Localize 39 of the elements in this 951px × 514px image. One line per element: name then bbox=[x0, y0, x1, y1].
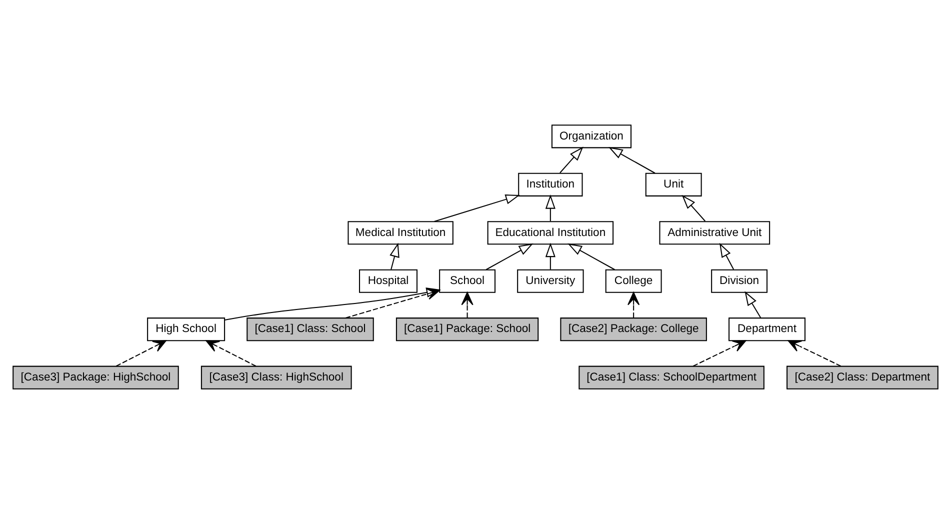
arrow bbox=[345, 288, 440, 318]
arrow bbox=[719, 242, 734, 270]
node-box: Unit bbox=[645, 172, 702, 196]
arrow bbox=[224, 287, 441, 320]
node-box: Organization bbox=[551, 124, 632, 148]
node-box: School bbox=[439, 269, 496, 293]
arrow bbox=[206, 340, 256, 367]
node-box: Division bbox=[711, 269, 768, 293]
arrow bbox=[545, 242, 556, 270]
arrow bbox=[486, 243, 534, 270]
node-box: University bbox=[517, 269, 584, 293]
node-box: Hospital bbox=[359, 269, 418, 293]
node-box: High School bbox=[147, 318, 226, 342]
node-box: [Case2] Class: Department bbox=[786, 366, 938, 390]
node-box: [Case1] Package: School bbox=[396, 318, 539, 342]
arrow bbox=[628, 292, 640, 318]
node-box: [Case1] Class: School bbox=[246, 318, 374, 342]
arrow bbox=[682, 194, 706, 222]
node-box: College bbox=[605, 269, 662, 293]
node-box: Department bbox=[728, 318, 806, 342]
arrow bbox=[744, 291, 762, 318]
node-box: Educational Institution bbox=[487, 221, 614, 245]
arrow bbox=[545, 194, 556, 222]
node-box: [Case3] Class: HighSchool bbox=[200, 366, 352, 390]
arrow bbox=[434, 194, 520, 222]
arrow bbox=[692, 340, 746, 367]
arrow bbox=[568, 243, 615, 270]
node-box: Institution bbox=[518, 172, 583, 196]
arrow bbox=[116, 340, 166, 367]
node-box: [Case3] Package: HighSchool bbox=[12, 366, 179, 390]
node-box: Administrative Unit bbox=[659, 221, 770, 245]
arrow bbox=[788, 340, 842, 367]
arrow bbox=[608, 146, 656, 174]
node-box: [Case1] Class: SchoolDepartment bbox=[578, 366, 764, 390]
arrow bbox=[560, 146, 584, 174]
node-box: [Case2] Package: College bbox=[560, 318, 707, 342]
arrow bbox=[461, 292, 474, 318]
arrow bbox=[390, 242, 400, 270]
node-box: Medical Institution bbox=[348, 221, 454, 245]
